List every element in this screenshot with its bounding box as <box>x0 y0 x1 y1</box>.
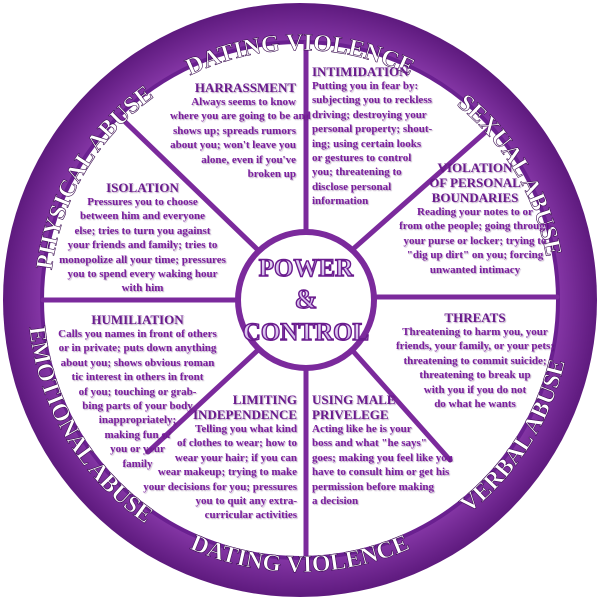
wedge-text-line: wear makeup; trying to make <box>157 466 297 479</box>
wedge-text-line: of you; touching or grab- <box>78 385 197 398</box>
wedge-text-line: unwanted intimacy <box>429 263 521 276</box>
hub-control: CONTROL <box>243 319 369 346</box>
wedge-text-line: threatening to commit suicide; <box>403 354 547 367</box>
wedge-title: INTIMIDATION <box>312 64 409 79</box>
wedge-title: ISOLATION <box>106 180 179 195</box>
wedge-text-line: driving; destroying your <box>312 108 427 121</box>
wedge-text-line: between him and everyone <box>80 210 205 223</box>
wedge-text-line: with you if you do not <box>423 383 527 396</box>
wedge-text-line: a decision <box>312 495 359 508</box>
wedge-text-line: you to spend every waking hour <box>67 268 218 281</box>
wedge-text-line: boss and what "he says" <box>312 437 427 450</box>
wedge-text-line: Reading your notes to or <box>417 206 533 218</box>
wedge-text-line: broken up <box>247 168 296 181</box>
wedge-text-line: Pressures you to choose <box>87 196 198 208</box>
wedge-text-line: information <box>312 195 369 208</box>
hub-power: POWER <box>259 255 354 282</box>
wedge-text-line: personal property; shout- <box>312 123 433 136</box>
wedge-text-line: bing parts of your body <box>82 400 193 413</box>
wedge-title: HUMILIATION <box>91 312 184 327</box>
wedge-text-line: do what he wants <box>434 398 516 411</box>
wedge-title: INDEPENDENCE <box>192 407 297 422</box>
wedge-title: OF PERSONAL <box>429 175 521 190</box>
wedge-text-line: shows up; spreads rumors <box>173 124 296 137</box>
hub <box>235 229 377 371</box>
wedge-text-line: inappropriately; <box>98 414 177 427</box>
wedge-title: PRIVELEGE <box>312 407 389 422</box>
wedge-title: BOUNDARIES <box>431 190 519 205</box>
wedge-title: HARRASSMENT <box>194 80 296 95</box>
wedge-text-line: alone, even if you've <box>201 153 296 166</box>
wedge-text-line: you or your <box>110 443 165 456</box>
wedge-text-line: curricular activities <box>204 509 297 522</box>
wedge-text-line: of clothes to wear; how to <box>176 437 297 450</box>
wedge-title: VIOLATION <box>437 160 513 175</box>
wedge-text-line: you to quit any extra- <box>195 495 297 508</box>
wedge-text-line: threatening to break up <box>419 369 531 382</box>
wedge-text-line: or in private; puts down anything <box>58 342 217 355</box>
wedge-text-line: Acting like he is your <box>312 423 412 435</box>
wedge-text-line: your friends and family; tries to <box>67 239 218 252</box>
wedge-text-line: Threatening to harm you, your <box>402 326 548 338</box>
wedge-text-line: permission before making <box>312 480 435 493</box>
wedge-text-line: wear your hair; if you can <box>174 451 297 464</box>
wedge-text-line: Always seems to know <box>191 96 296 108</box>
hub-text: POWER & CONTROL <box>242 254 370 346</box>
wedge-title: THREATS <box>444 310 506 325</box>
wedge-text-line: or gestures to control <box>312 152 412 165</box>
wedge-text-line: subjecting you to reckless <box>312 94 432 107</box>
wedge-text-line: Putting you in fear by: <box>312 80 419 92</box>
wedge-text-line: monopolize all your time; pressures <box>59 253 226 266</box>
wedge-text-line: you; threatening to <box>312 166 402 179</box>
wedge-text-line: disclose personal <box>312 180 392 193</box>
wedge-text-line: tic interest in others in front <box>71 371 204 384</box>
wedge-title: USING MALE <box>312 392 396 407</box>
wedge-text-line: about you; shows obvious roman <box>60 356 215 369</box>
wedge-text-line: making fun of <box>104 428 171 441</box>
wedge-text-line: family <box>122 457 153 470</box>
wedge-text-line: goes; making you feel like you <box>312 451 453 464</box>
wedge-text-line: Calls you names in front of others <box>58 328 217 340</box>
wedge-text-line: from othe people; going through <box>399 220 551 233</box>
spokes <box>40 40 560 560</box>
wedge-text-line: "dig up dirt" on you; forcing <box>406 249 544 262</box>
wedge-text-line: have to consult him or get his <box>312 466 450 479</box>
wedge-text-line: where you are going to be and <box>170 110 311 123</box>
wedge-text-line: ing; using certain looks <box>312 137 422 150</box>
wedge-title: LIMITING <box>232 392 297 407</box>
hub-ampersand: & <box>295 284 318 314</box>
wedge-text-line: your purse or locker; trying to <box>403 234 547 247</box>
wedge-text-line: your decisions for you; pressures <box>143 480 297 493</box>
wedge-text-line: Telling you what kind <box>195 423 297 435</box>
wedge-text-line: friends, your family, or your pets; <box>396 340 554 353</box>
wedge-text-line: about you; won't leave you <box>170 139 296 152</box>
wedge-text-line: with him <box>121 282 164 295</box>
wedge-text-line: else; tries to turn you against <box>74 224 211 237</box>
